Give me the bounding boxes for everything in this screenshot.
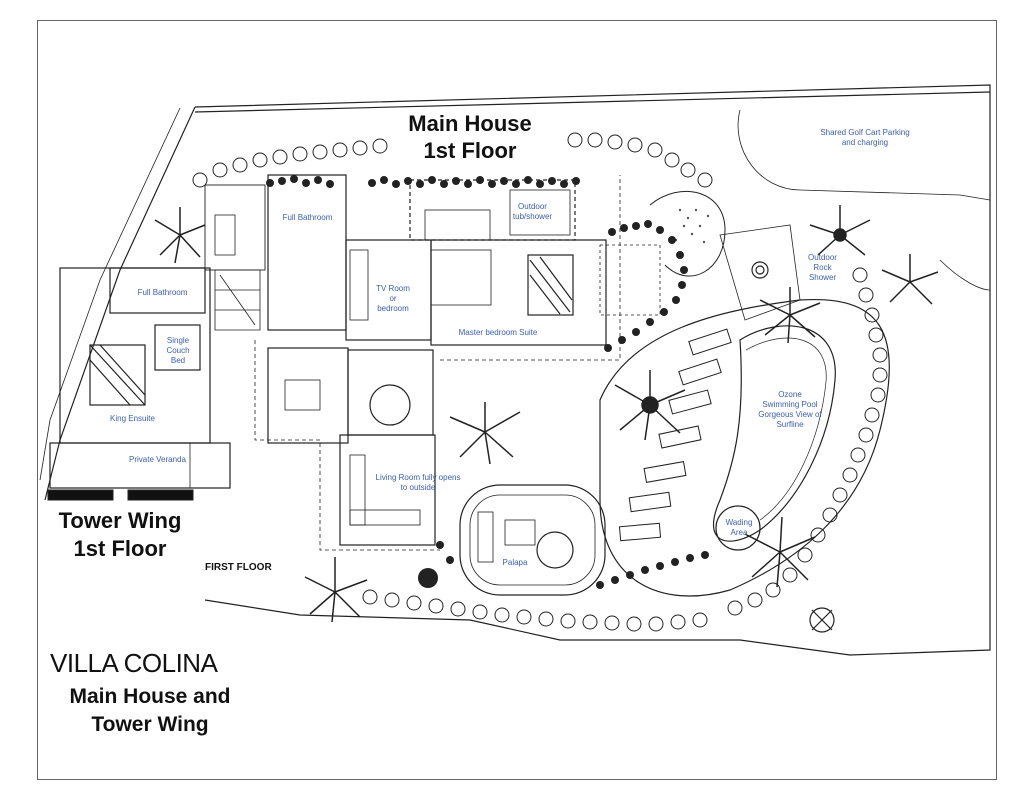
label-living-room-line1: Living Room fully opens — [375, 473, 461, 482]
dining-outline — [347, 349, 434, 436]
label-tv-room-line3: bedroom — [377, 304, 409, 313]
palapa-outline — [459, 484, 606, 596]
label-rock-shower: Outdoor Rock Shower — [800, 253, 845, 283]
full-bathroom-main-outline — [267, 174, 347, 331]
spa-circle — [649, 190, 726, 277]
villa-subtitle-line1: Main House and — [69, 685, 231, 708]
label-single-couch-bed-line2: Couch — [166, 346, 190, 355]
site-boundary — [194, 84, 991, 656]
label-rock-shower-line3: Shower — [808, 273, 837, 282]
golf-cart-zone — [737, 109, 991, 201]
label-tv-room-line2: or — [389, 294, 397, 303]
wading-area — [715, 505, 761, 551]
single-couch-bed — [154, 324, 201, 371]
label-wading-area: Wading Area — [720, 518, 758, 538]
first-floor-label: FIRST FLOOR — [205, 562, 272, 573]
label-outdoor-tub: Outdoor tub/shower — [500, 202, 565, 222]
palm-trees — [154, 205, 939, 623]
stair — [214, 269, 261, 331]
label-golf-cart-line2: and charging — [841, 138, 889, 147]
dining-table — [369, 384, 411, 426]
main-house-heading: Main House 1st Floor — [395, 110, 545, 164]
label-living-room-line2: to outside — [400, 483, 436, 492]
page-frame — [37, 20, 997, 780]
label-wading-area-line2: Area — [730, 528, 748, 537]
label-outdoor-tub-line1: Outdoor — [518, 202, 547, 211]
label-pool-line3: Gorgeous View of — [758, 410, 822, 419]
label-full-bathroom-main: Full Bathroom — [282, 213, 333, 222]
label-single-couch-bed-line1: Single — [166, 336, 190, 345]
label-pool-line1: Ozone — [778, 390, 802, 399]
label-master-suite: Master bedroom Suite — [458, 328, 538, 337]
palapa-table — [536, 531, 574, 569]
living-room-outline — [339, 434, 436, 546]
site-boundary-top-inner — [194, 91, 991, 113]
label-tv-room-line1: TV Room — [376, 284, 410, 293]
label-golf-cart: Shared Golf Cart Parking and charging — [805, 128, 925, 148]
private-veranda-outline — [49, 442, 231, 489]
label-rock-shower-line2: Rock — [813, 263, 832, 272]
villa-subtitle: Main House and Tower Wing — [45, 683, 255, 739]
label-full-bathroom-tower: Full Bathroom — [137, 288, 188, 297]
label-single-couch-bed-line3: Bed — [170, 356, 186, 365]
loungers — [618, 328, 732, 542]
main-house-heading-line2: 1st Floor — [423, 138, 517, 163]
pool-water — [713, 325, 836, 542]
label-private-veranda: Private Veranda — [129, 455, 186, 464]
label-outdoor-tub-line2: tub/shower — [512, 212, 553, 221]
label-pool-line4: Surfline — [776, 420, 804, 429]
tower-wing-heading-line2: 1st Floor — [73, 536, 167, 561]
king-bed — [89, 344, 146, 406]
label-living-room: Living Room fully opens to outside — [368, 473, 468, 493]
tower-wing-heading: Tower Wing 1st Floor — [40, 507, 200, 563]
stepping-stones — [192, 132, 888, 632]
tower-bath — [109, 267, 206, 314]
site-west-edge — [44, 106, 196, 501]
outdoor-tub-outline — [409, 179, 576, 241]
rock-shower-area — [719, 224, 801, 321]
kitchen-outline — [267, 347, 349, 444]
label-tv-room: TV Room or bedroom — [363, 284, 423, 314]
label-king-ensuite: King Ensuite — [110, 414, 155, 423]
veranda-planters — [47, 489, 194, 501]
label-rock-shower-line1: Outdoor — [808, 253, 837, 262]
villa-subtitle-line2: Tower Wing — [91, 713, 209, 736]
master-bed — [527, 254, 574, 316]
label-pool: Ozone Swimming Pool Gorgeous View of Sur… — [750, 390, 830, 430]
label-palapa: Palapa — [502, 558, 528, 567]
main-house-heading-line1: Main House — [408, 111, 532, 136]
label-single-couch-bed: Single Couch Bed — [158, 336, 198, 366]
label-golf-cart-line1: Shared Golf Cart Parking — [820, 128, 910, 137]
north-arrow-icon — [809, 607, 835, 633]
villa-name: VILLA COLINA — [50, 648, 218, 678]
pool-deck — [599, 298, 890, 597]
label-pool-line2: Swimming Pool — [762, 400, 818, 409]
tower-wing-heading-line1: Tower Wing — [58, 508, 182, 533]
label-wading-area-line1: Wading — [725, 518, 753, 527]
gravel-area — [674, 208, 710, 244]
hedges — [266, 175, 709, 589]
